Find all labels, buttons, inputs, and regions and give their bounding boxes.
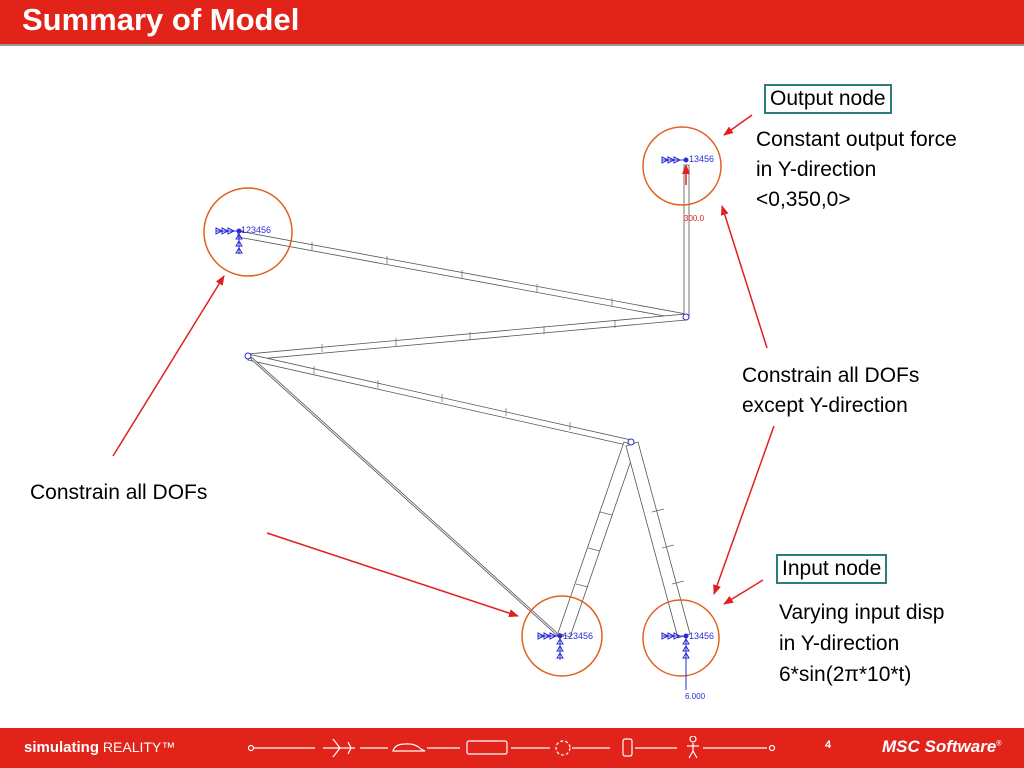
node-highlight-circles — [203, 126, 722, 677]
output-force-line1: Constant output force — [756, 128, 957, 151]
node-label-bottom-mid: 123456 — [563, 631, 593, 641]
beam-long-diagonal — [247, 353, 561, 639]
footer-tagline-rest: REALITY™ — [102, 739, 176, 755]
footer-bar: simulating REALITY™ 4 MSC Software® — [0, 728, 1024, 768]
arrow-to-input-node — [723, 579, 764, 605]
input-node-label: Input node — [776, 554, 888, 584]
circle-output-node — [642, 126, 722, 206]
arrow-constrain-except-lower — [713, 425, 775, 595]
output-force-line2: in Y-direction — [756, 158, 877, 181]
beam-vertical — [683, 164, 690, 319]
arrow-constrain-except-upper — [720, 205, 768, 349]
constraint-symbol-output — [661, 156, 689, 164]
person-icon — [687, 736, 699, 759]
input-disp-line3: 6*sin(2π*10*t) — [779, 663, 912, 686]
bus-icon — [466, 740, 508, 755]
constraint-symbol-top-left — [215, 227, 244, 254]
phone-icon — [622, 738, 633, 757]
arrow-constrain-all-lower — [266, 532, 519, 617]
circle-input-node — [642, 599, 720, 677]
gear-icon — [555, 740, 571, 756]
input-disp-line1: Varying input disp — [779, 601, 945, 624]
airplane-icon — [323, 738, 355, 758]
output-node-label: Output node — [764, 84, 892, 114]
output-force-line3: <0,350,0> — [756, 188, 851, 211]
msc-software-logo: MSC Software® — [882, 737, 1002, 756]
car-icon — [392, 743, 426, 752]
slide-title: Summary of Model — [22, 2, 300, 37]
footer-tagline: simulating REALITY™ — [24, 739, 175, 756]
footer-tagline-bold: simulating — [24, 739, 100, 756]
beam-middle — [247, 353, 632, 447]
title-divider — [0, 44, 1024, 46]
output-force-symbol — [682, 164, 690, 185]
page-number: 4 — [825, 739, 832, 751]
callout-arrows — [112, 114, 775, 617]
circle-top-left-node — [203, 187, 293, 277]
node-label-output: 13456 — [689, 154, 714, 164]
disp-value-label: 6.000 — [685, 692, 706, 701]
input-disp-line2: in Y-direction — [779, 632, 900, 655]
footer-icon-strip — [247, 736, 776, 759]
constrain-all-label: Constrain all DOFs — [30, 481, 208, 504]
constrain-except-line2: except Y-direction — [742, 394, 908, 417]
constraint-symbol-input — [661, 632, 690, 660]
element-divisions — [311, 242, 685, 588]
joint-nodes — [244, 313, 690, 446]
title-bar: Summary of Model — [0, 0, 1024, 44]
beam-left-leg — [557, 441, 637, 638]
arrow-constrain-all-upper — [112, 275, 225, 457]
node-label-top-left: 123456 — [241, 225, 271, 235]
node-label-input: 13456 — [689, 631, 714, 641]
force-value-label: 300.0 — [684, 214, 705, 223]
constrain-except-line1: Constrain all DOFs — [742, 364, 920, 387]
arrow-to-output-node — [723, 114, 753, 136]
beam-members — [237, 164, 691, 639]
circle-bottom-mid-node — [521, 595, 603, 677]
constraint-symbol-bottom-mid — [537, 632, 564, 660]
beam-upper-diagonal — [247, 313, 687, 361]
